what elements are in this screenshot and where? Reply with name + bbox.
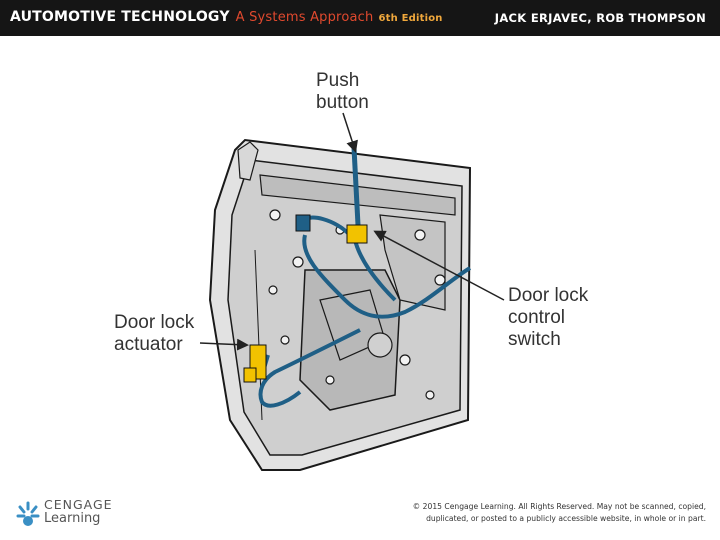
harness-connector-left (295, 214, 311, 232)
book-title: AUTOMOTIVE TECHNOLOGY A Systems Approach 6… (10, 9, 443, 25)
label-switch-line3: switch (508, 329, 561, 350)
copyright-line2: duplicated, or posted to a publicly acce… (426, 514, 706, 523)
copyright-notice: © 2015 Cengage Learning. All Rights Rese… (406, 501, 706, 525)
book-subtitle: A Systems Approach (235, 10, 374, 25)
label-push-button-line2: button (316, 92, 369, 113)
actuator-connector (243, 367, 257, 383)
book-title-text: AUTOMOTIVE TECHNOLOGY (10, 9, 230, 25)
label-push-button-line1: Push (316, 70, 360, 91)
push-button-rod (351, 147, 361, 226)
label-switch-line2: control (508, 307, 566, 328)
label-switch-line1: Door lock (508, 285, 589, 306)
book-authors: JACK ERJAVEC, ROB THOMPSON (494, 11, 706, 25)
logo-word-learning: Learning (44, 511, 101, 526)
label-push-button: Push button (316, 70, 369, 114)
copyright-line1: © 2015 Cengage Learning. All Rights Rese… (412, 502, 706, 511)
label-actuator-line1: Door lock (114, 312, 195, 333)
book-edition: 6th Edition (378, 13, 443, 24)
cengage-logo: CENGAGE Learning (16, 497, 136, 531)
label-door-lock-control-switch: Door lock control switch (508, 285, 588, 351)
cengage-logo-icon (16, 501, 40, 526)
label-actuator-line2: actuator (114, 334, 183, 355)
control-switch-leader (373, 230, 505, 301)
door-lock-control-switch-body (346, 224, 368, 244)
label-door-lock-actuator: Door lock actuator (114, 312, 194, 356)
door-panel (208, 138, 472, 471)
push-button-leader (342, 112, 358, 153)
actuator-leader (199, 338, 249, 351)
logo-word-cengage: CENGAGE (44, 497, 113, 512)
header-bar: AUTOMOTIVE TECHNOLOGY A Systems Approach 6… (0, 0, 720, 36)
